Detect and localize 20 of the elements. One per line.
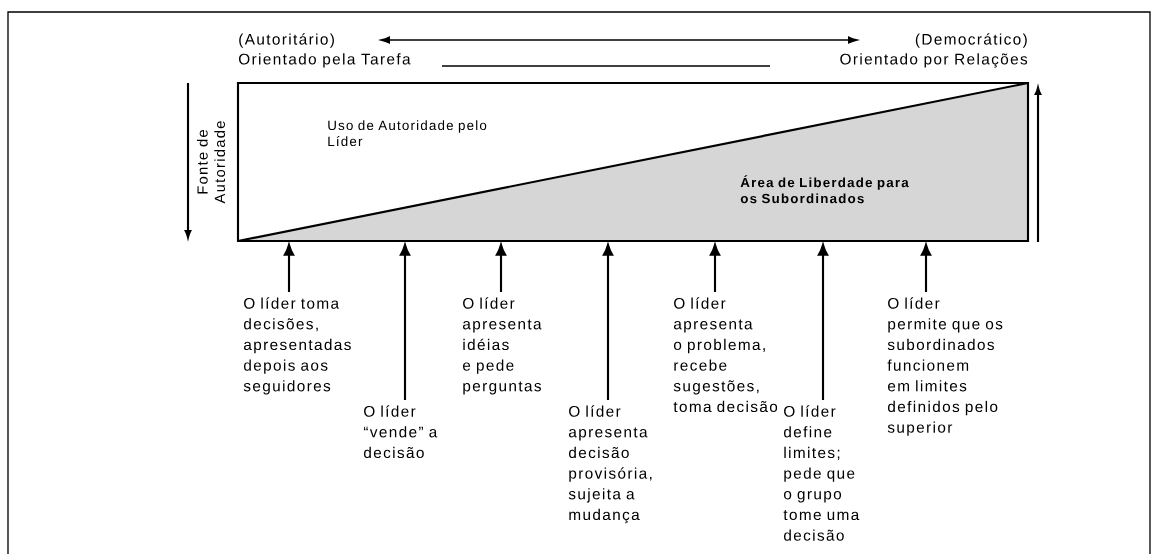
arrow — [602, 244, 614, 400]
behavior-text: O líder apresenta decisão provisória, sujeita a mudança — [568, 405, 652, 524]
behavior-text: O líder define limites; pede que o grupo tome uma decisão — [783, 405, 860, 541]
arrow — [920, 244, 932, 292]
behavior-text: O líder apresenta idéias e pede perguntas — [463, 297, 542, 395]
scale-label: Orientado por Relações — [840, 53, 1028, 68]
arrow — [283, 244, 295, 292]
arrow — [495, 244, 507, 292]
area-label: Área de Liberdade para os Subordinados — [740, 175, 909, 204]
arrow — [399, 244, 411, 400]
area-label: Uso de Autoridade pelo Líder — [328, 120, 487, 147]
arrow — [817, 244, 829, 400]
behavior-text: O líder apresenta o problema, recebe sugestões, toma decisão — [673, 297, 778, 413]
behavior-text: O líder toma decisões, apresentadas depois aos seguidores — [243, 297, 351, 395]
arrow — [709, 244, 721, 292]
scale-label: Orientado pela Tarefa — [239, 53, 411, 68]
behavior-text: O líder “vende” a decisão — [363, 405, 438, 459]
scale-label: (Autoritário) — [239, 33, 334, 48]
scale-label: (Democrático) — [915, 33, 1027, 48]
behavior-text: O líder permite que os subordinados funcionem em limites definidos pelo superior — [887, 297, 1003, 436]
